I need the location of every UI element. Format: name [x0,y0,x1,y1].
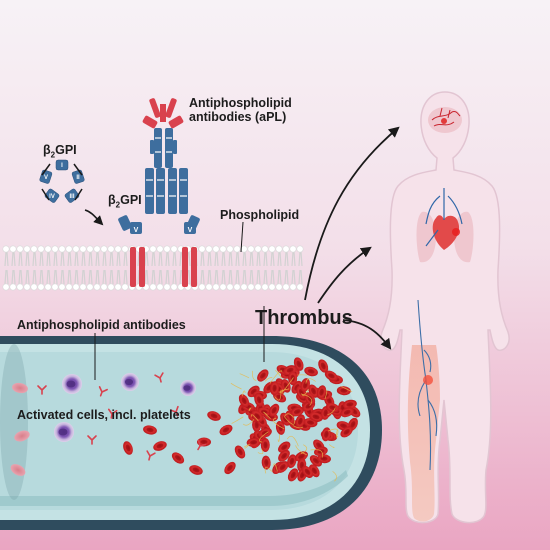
antibody-top-red [142,98,184,129]
antibody-stem [150,128,177,168]
activated-cells-label: Activated cells, incl. platelets [17,408,191,422]
phospholipid-membrane [2,245,304,291]
antibody-apl: V V [118,98,200,234]
antibody-bands [146,137,187,197]
brain-vessels [431,107,461,127]
heart [432,215,460,250]
human-body [380,91,510,524]
activated-cells [54,373,196,442]
thrombus-clot [230,357,361,482]
phospholipid-label: Phospholipid [220,208,300,222]
brain-clot [441,118,447,124]
membrane-anchors [130,247,197,287]
leg-clot [423,375,433,385]
domain-v-right: V [188,227,193,234]
phospholipid-pointer [240,221,244,253]
thrombus-label: Thrombus [255,307,353,329]
b2gpi-mid-label: β2GPI [108,193,142,210]
lung-left [416,211,436,263]
domain-v-left: V [134,227,139,234]
domain-i: I [61,163,63,169]
b2gpi-bound [118,215,200,234]
domain-v: V [44,175,48,181]
arrow-to-leg [342,319,392,350]
affected-leg [407,345,440,522]
domain-iii: III [69,194,74,200]
heart-clot [452,228,460,236]
domain-iv: IV [49,194,55,200]
b2gpi-top-label: β2GPI [43,143,77,160]
thrombus-arrows [304,126,400,350]
b2gpi-pentagon: I II III IV V [39,159,85,203]
apl-vessel-label: Antiphospholipid antibodies [17,318,186,332]
arrow-b2gpi-binding [84,209,104,226]
arrow-to-heart [317,246,372,304]
red-blood-cells [10,382,246,476]
domain-ii: II [76,175,80,181]
heart-vessels [425,188,463,247]
lung-right [454,211,474,263]
arrow-to-brain [304,126,400,301]
antibodies-in-vessel [37,372,207,461]
antibody-arms [145,168,188,214]
